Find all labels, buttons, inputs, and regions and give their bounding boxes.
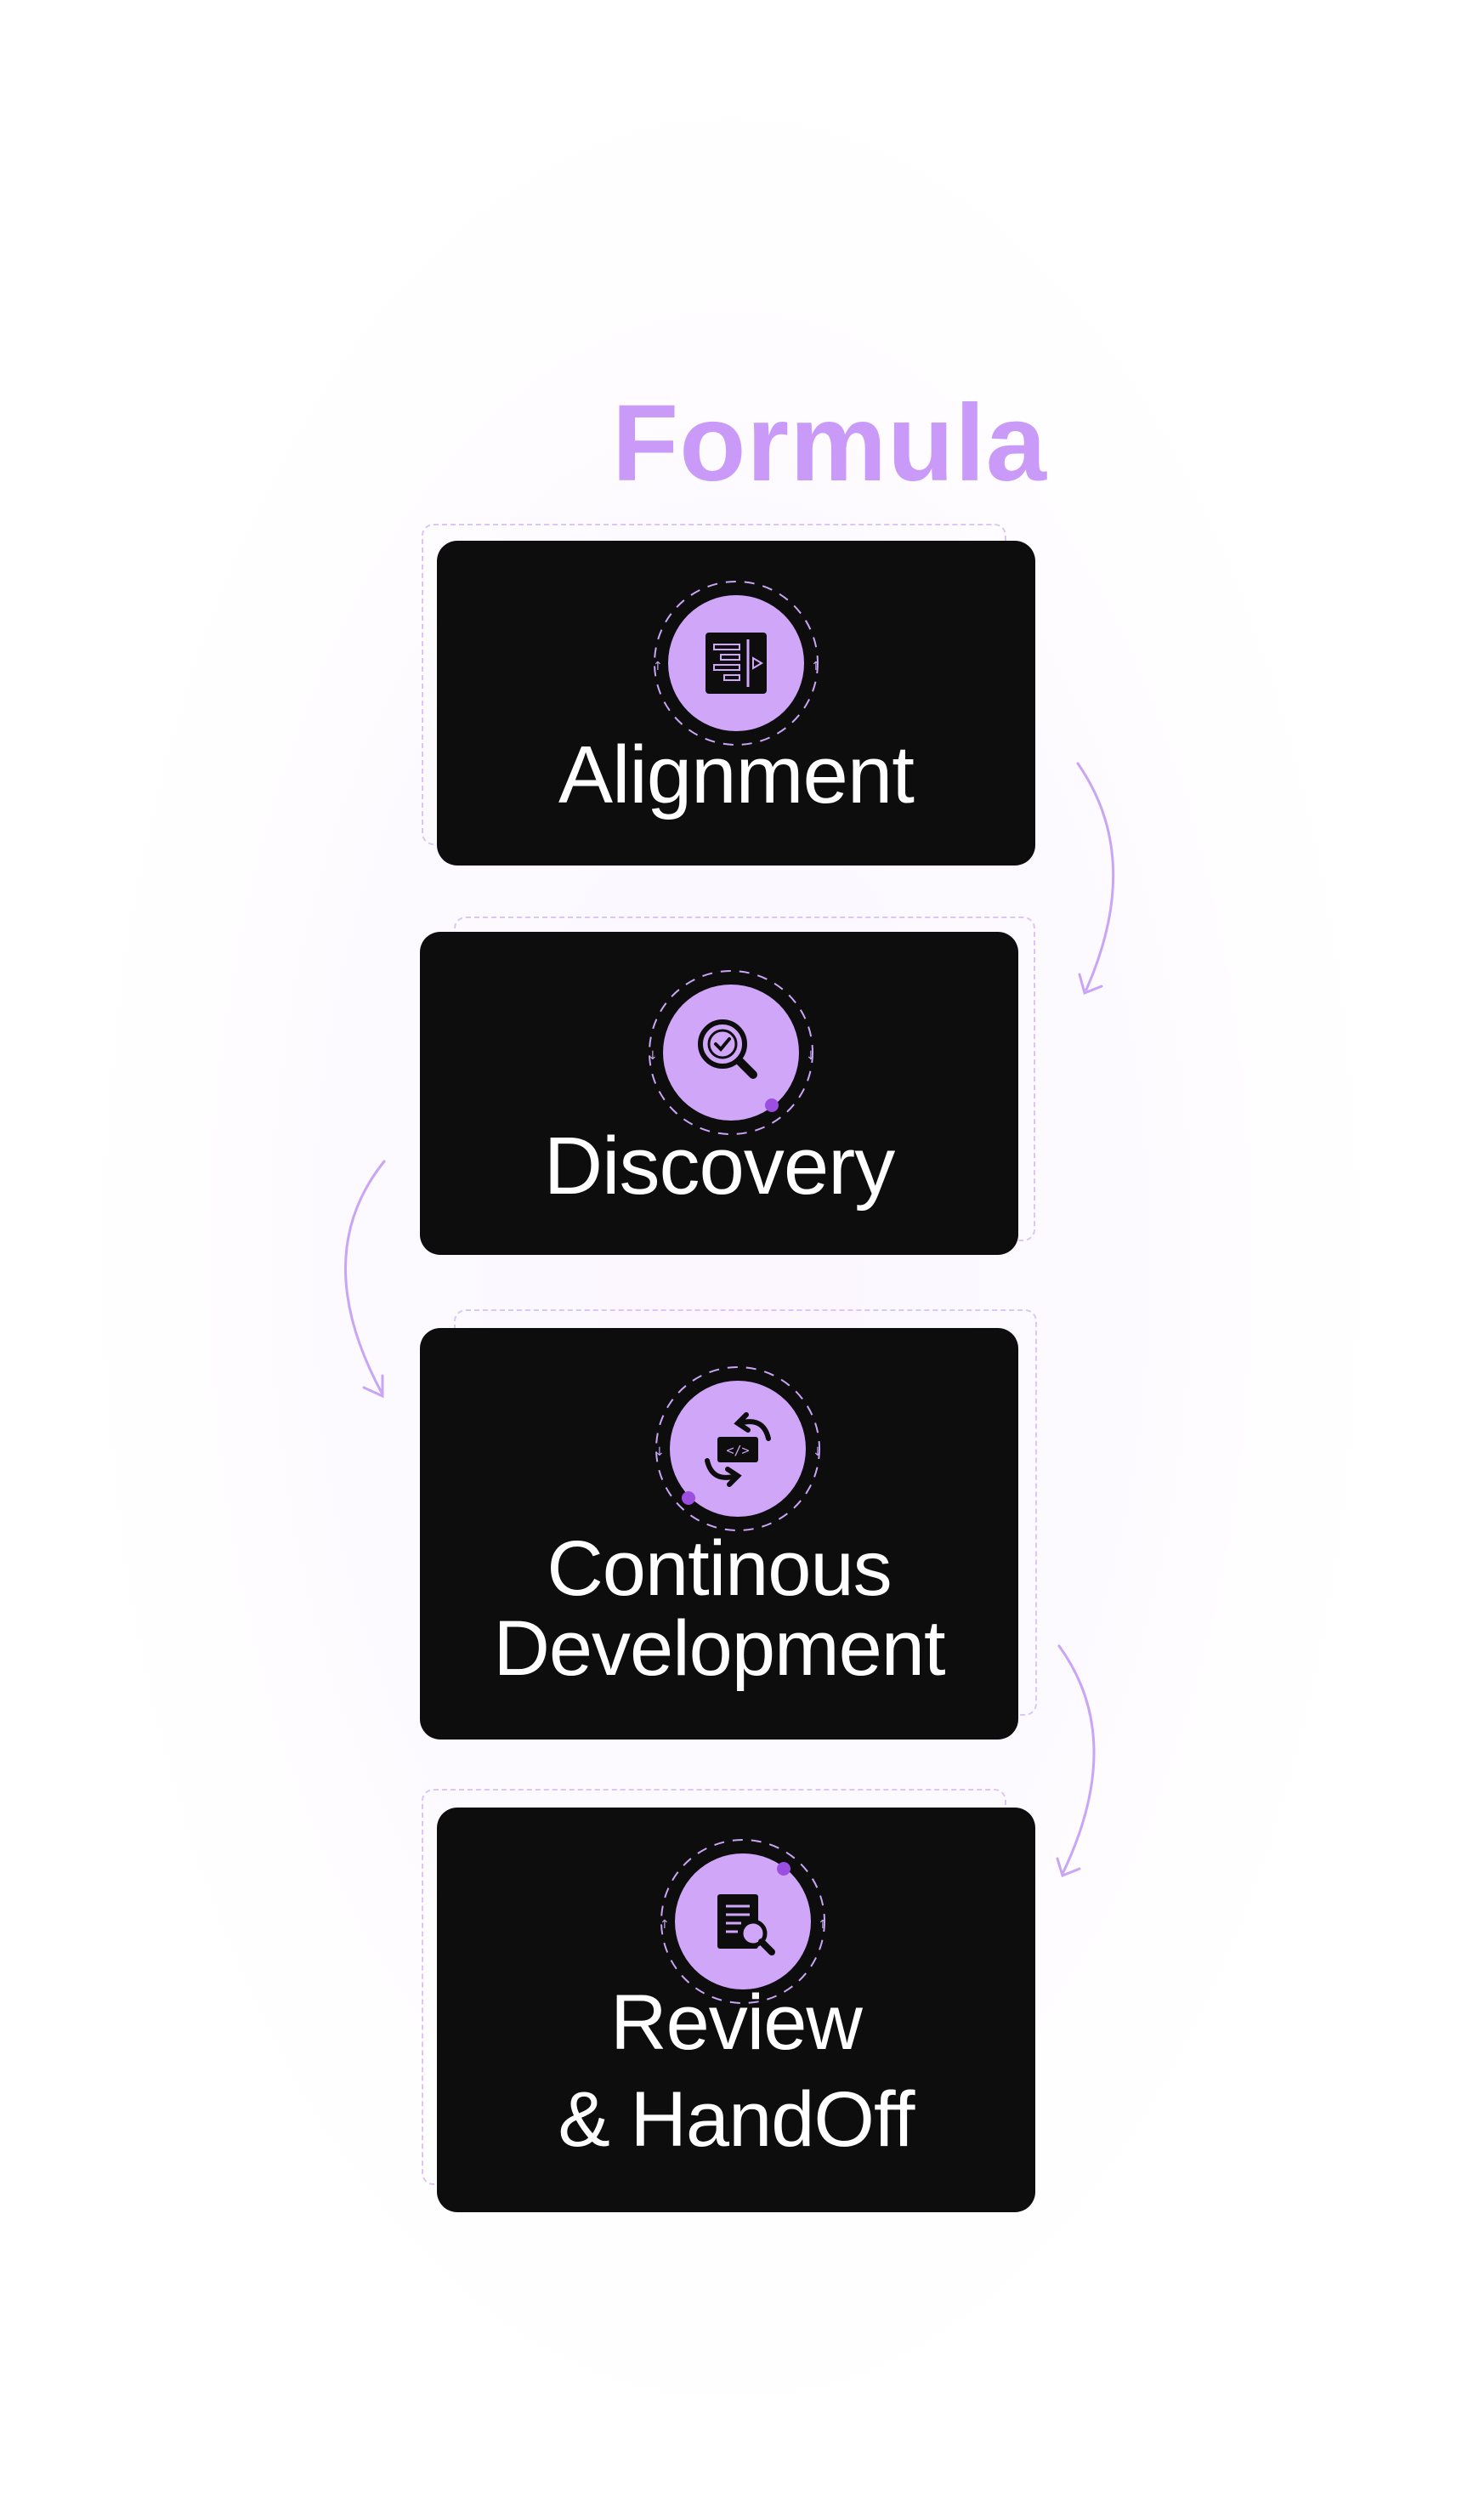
step-card-discovery: ↓ ↓ Discovery [420,932,1018,1255]
step-card-alignment: ↑ ↑ Alignment [437,541,1035,866]
align-right-icon [706,633,767,694]
svg-text:↓: ↓ [806,1049,816,1063]
arrow-connector-3 [1056,1644,1096,1878]
step-label: & HandOff [558,2076,915,2163]
step-icon-wrap: ↓ ↓ </> [644,1355,831,1542]
arrow-connector-1 [1076,762,1115,996]
svg-text:↓: ↓ [648,1049,658,1063]
code-cycle-icon: </> [705,1412,771,1487]
step-card-continous-development: ↓ ↓ </> Continous Development [420,1328,1018,1740]
step-label: Development [493,1605,945,1692]
search-check-icon [698,1019,757,1079]
step-label: Continous [547,1525,892,1612]
svg-text:↓: ↓ [813,1445,823,1459]
document-search-icon [717,1894,775,1955]
step-icon-wrap: ↓ ↓ [638,959,824,1146]
step-label: Alignment [558,729,915,820]
arrow-connector-2 [344,1160,386,1399]
step-icon-wrap: ↑ ↑ [649,1828,836,2015]
svg-text:↑: ↑ [818,1918,828,1932]
svg-text:↑: ↑ [660,1918,670,1932]
step-label: Discovery [543,1121,895,1212]
step-label: Review [610,1979,863,2066]
page-title: Formula [612,383,1047,504]
svg-text:↑: ↑ [653,660,663,673]
step-card-review-handoff: ↑ ↑ Review & HandOff [437,1808,1035,2212]
svg-text:</>: </> [726,1443,749,1458]
step-icon-wrap: ↑ ↑ [643,570,830,757]
svg-text:↑: ↑ [811,660,821,673]
svg-text:↓: ↓ [654,1445,665,1459]
